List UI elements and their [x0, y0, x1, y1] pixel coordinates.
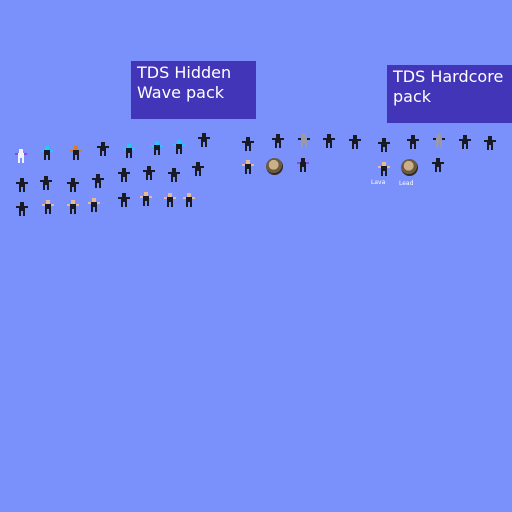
enemy-sprite-icon	[192, 162, 204, 176]
enemy-sprite-icon	[118, 168, 130, 182]
enemy-sprite-icon	[92, 174, 104, 188]
hardcore-pack-title: TDS Hardcore pack	[387, 65, 512, 123]
label-lava: Lava	[371, 179, 386, 186]
enemy-sprite-icon	[349, 135, 361, 149]
enemy-sprite-icon	[378, 138, 390, 152]
enemy-sprite-icon	[198, 133, 210, 147]
enemy-sprite-icon	[67, 178, 79, 192]
enemy-sprite-icon	[88, 198, 100, 212]
enemy-sprite-icon	[297, 158, 309, 172]
enemy-sprite-icon	[70, 146, 82, 160]
enemy-sprite-icon	[164, 193, 176, 207]
enemy-sprite-icon	[118, 193, 130, 207]
enemy-sprite-icon	[16, 178, 28, 192]
enemy-sprite-icon	[168, 168, 180, 182]
enemy-sprite-icon	[15, 149, 27, 163]
enemy-sprite-icon	[298, 134, 310, 148]
enemy-sprite-icon	[432, 158, 444, 172]
enemy-sprite-icon	[16, 202, 28, 216]
enemy-sprite-icon	[42, 200, 54, 214]
enemy-sprite-icon	[40, 176, 52, 190]
enemy-sprite-icon	[97, 142, 109, 156]
hidden-wave-pack-title: TDS Hidden Wave pack	[131, 61, 256, 119]
enemy-sprite-icon	[143, 166, 155, 180]
enemy-sprite-icon	[323, 134, 335, 148]
enemy-sprite-icon	[67, 200, 79, 214]
boss-portrait-icon	[266, 158, 283, 175]
enemy-sprite-icon	[272, 134, 284, 148]
label-lead: Lead	[399, 180, 414, 187]
enemy-sprite-icon	[378, 162, 390, 176]
enemy-sprite-icon	[173, 140, 185, 154]
enemy-sprite-icon	[183, 193, 195, 207]
enemy-sprite-icon	[140, 192, 152, 206]
enemy-sprite-icon	[151, 141, 163, 155]
enemy-sprite-icon	[242, 160, 254, 174]
enemy-sprite-icon	[41, 146, 53, 160]
boss-portrait-icon	[401, 159, 418, 176]
enemy-sprite-icon	[433, 134, 445, 148]
enemy-sprite-icon	[407, 135, 419, 149]
enemy-sprite-icon	[459, 135, 471, 149]
enemy-sprite-icon	[242, 137, 254, 151]
enemy-sprite-icon	[123, 144, 135, 158]
enemy-sprite-icon	[484, 136, 496, 150]
